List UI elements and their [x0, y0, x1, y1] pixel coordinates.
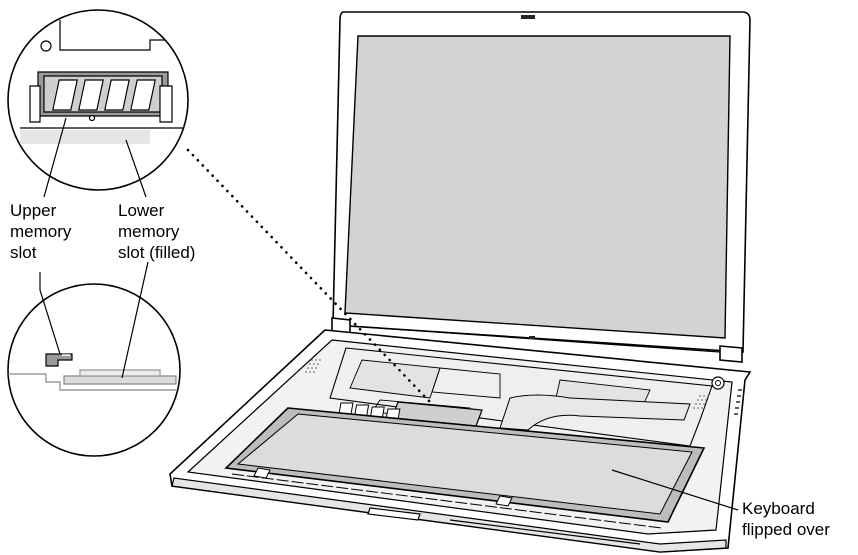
memory-slot-zoom-top	[8, 10, 192, 197]
callout-lower-line-1: Lower	[118, 200, 195, 221]
display-lid	[332, 12, 750, 362]
callout-upper-memory-slot: Upper memory slot	[10, 200, 71, 263]
callout-upper-line-2: memory	[10, 221, 71, 242]
right-hinge	[720, 346, 742, 362]
display-screen	[345, 36, 730, 338]
sleep-indicator	[529, 336, 535, 339]
callout-keyboard: Keyboard flipped over	[742, 498, 830, 540]
callout-keyboard-line-1: Keyboard	[742, 498, 830, 519]
display-latch	[521, 15, 535, 19]
callout-lower-memory-slot: Lower memory slot (filled)	[118, 200, 195, 263]
power-button	[712, 377, 724, 389]
callout-lower-line-2: memory	[118, 221, 195, 242]
callout-lower-line-3: slot (filled)	[118, 242, 195, 263]
callout-upper-line-1: Upper	[10, 200, 71, 221]
memory-slot-profile-zoom	[8, 262, 180, 456]
callout-keyboard-line-2: flipped over	[742, 519, 830, 540]
callout-upper-line-3: slot	[10, 242, 71, 263]
laptop-base	[170, 330, 750, 552]
